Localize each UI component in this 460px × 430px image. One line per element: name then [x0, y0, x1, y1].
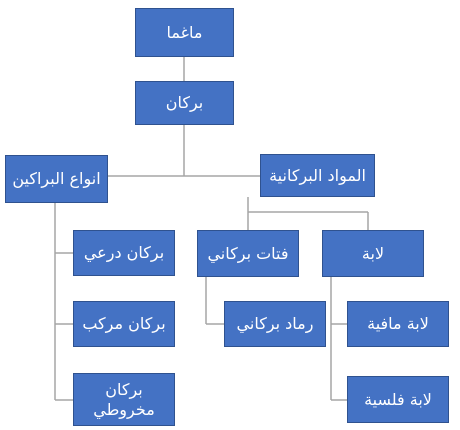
- node-composite-volcano: بركان مركب: [73, 301, 175, 347]
- node-shield-volcano: بركان درعي: [73, 230, 175, 276]
- node-mafic-lava: لابة مافية: [347, 301, 449, 347]
- node-volcano-types: انواع البراكين: [5, 155, 108, 203]
- node-volcanic-ash: رماد بركاني: [224, 301, 326, 347]
- node-felsic-lava: لابة فلسية: [347, 376, 449, 423]
- node-lava: لابة: [322, 230, 424, 277]
- node-volcano: بركان: [135, 81, 234, 125]
- node-volcanic-fragments: فتات بركاني: [197, 230, 299, 277]
- node-cinder-cone-volcano: بركان مخروطي: [73, 373, 175, 426]
- node-volcanic-materials: المواد البركانية: [260, 154, 375, 197]
- node-magma: ماغما: [135, 8, 234, 57]
